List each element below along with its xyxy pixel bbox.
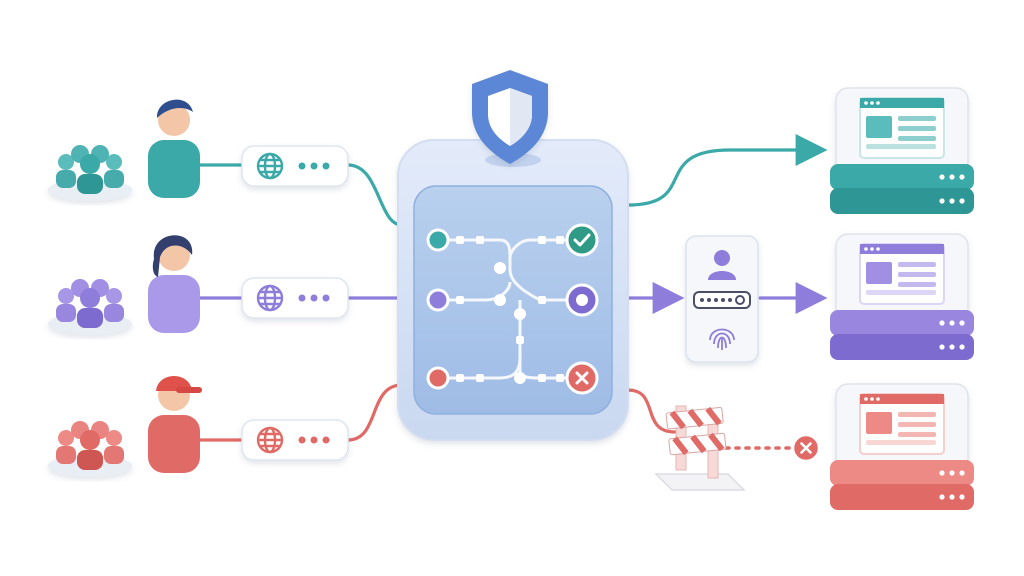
- connector-red-barrier: [626, 388, 677, 434]
- barrier-icon: [654, 405, 746, 491]
- request-pill-red: [241, 419, 349, 461]
- user-group-teal: [48, 145, 132, 201]
- connectors: [198, 134, 828, 450]
- fingerprint-icon: [709, 328, 735, 350]
- request-pill-purple: [241, 277, 349, 319]
- user-icon: [148, 235, 200, 333]
- connector-red-hub: [346, 383, 404, 442]
- routing-nodes: [456, 236, 564, 384]
- server-icon: [830, 383, 974, 510]
- globe-icon: [256, 426, 284, 454]
- server-icon: [830, 87, 974, 214]
- password-field: [693, 291, 751, 309]
- purple-route-endpoint: [565, 283, 599, 317]
- user-icon: [148, 99, 200, 198]
- user-icon: [708, 250, 736, 280]
- shield-icon: [472, 70, 548, 164]
- identity-verification-card: [685, 235, 759, 363]
- user-group-red: [48, 421, 132, 477]
- server-icon: [830, 233, 974, 360]
- request-pill-teal: [241, 145, 349, 187]
- user-group-purple: [48, 279, 132, 335]
- globe-icon: [256, 284, 284, 312]
- x-icon: [791, 433, 821, 463]
- check-icon: [565, 223, 599, 257]
- arrow-teal-server: [626, 134, 828, 207]
- x-icon: [565, 361, 599, 395]
- hub-inputs: [426, 228, 450, 390]
- connector-teal-hub: [346, 163, 404, 227]
- globe-icon: [256, 152, 284, 180]
- user-icon: [148, 376, 202, 473]
